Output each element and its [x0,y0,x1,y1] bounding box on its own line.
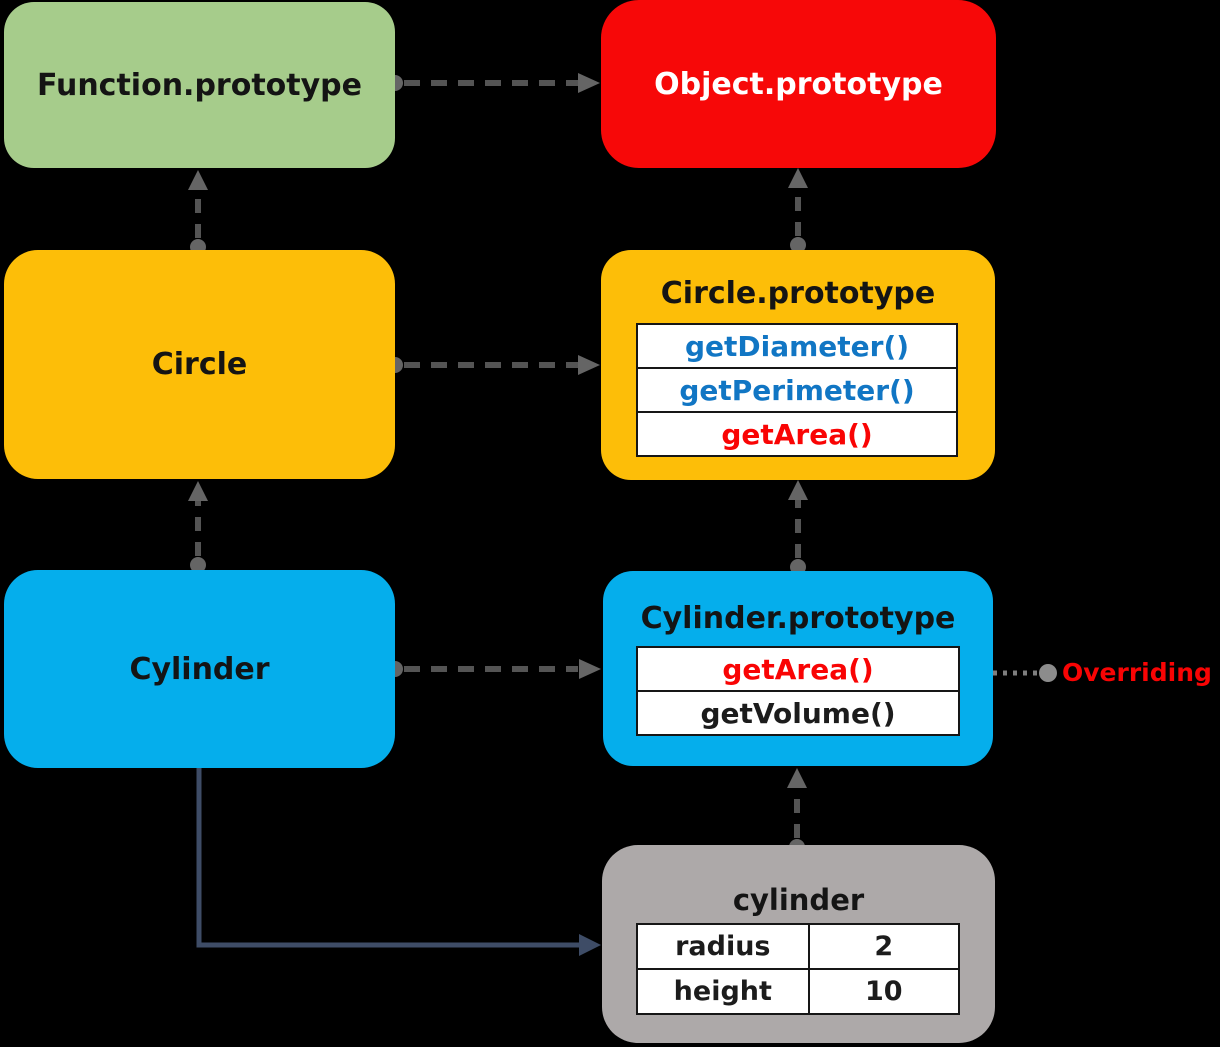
arrow-cylinder-prototype-to-circle-prototype [788,480,808,575]
property-name-radius: radius [638,925,810,968]
object-prototype-label: Object.prototype [654,66,943,102]
function-prototype-node: Function.prototype [4,2,395,168]
method-getarea-circle: getArea() [638,411,956,455]
cylinder-label: Cylinder [129,651,270,687]
cylinder-instance-title: cylinder [732,883,865,917]
method-getarea-cylinder: getArea() [638,648,958,690]
circle-prototype-node: Circle.prototype getDiameter() getPerime… [601,250,995,480]
overriding-annotation: Overriding [1062,658,1212,687]
object-prototype-node: Object.prototype [601,0,996,168]
cylinder-instance-node: cylinder radius 2 height 10 [602,845,995,1043]
circle-label: Circle [151,347,248,382]
arrow-function-prototype-to-object-prototype [387,73,600,93]
arrow-cylinder-to-cylinder-instance [196,768,601,956]
cylinder-prototype-title: Cylinder.prototype [640,601,956,636]
arrow-circle-to-function-prototype [188,170,208,255]
method-getdiameter: getDiameter() [638,325,956,367]
cylinder-prototype-method-table: getArea() getVolume() [636,646,960,736]
arrow-circle-to-circle-prototype [387,355,600,375]
property-row-height: height 10 [638,968,958,1013]
circle-prototype-method-table: getDiameter() getPerimeter() getArea() [636,323,958,457]
arrow-cylinder-to-circle [188,481,208,573]
cylinder-instance-property-table: radius 2 height 10 [636,923,960,1015]
property-value-height: 10 [809,970,958,1013]
arrow-circle-prototype-to-object-prototype [788,168,808,253]
arrow-cylinder-instance-to-cylinder-prototype [787,768,807,855]
property-value-radius: 2 [809,925,958,968]
circle-constructor-node: Circle [4,250,395,479]
circle-prototype-title: Circle.prototype [660,276,936,311]
property-name-height: height [638,970,810,1013]
method-getvolume: getVolume() [638,690,958,734]
function-prototype-label: Function.prototype [36,67,363,103]
method-getperimeter: getPerimeter() [638,367,956,411]
cylinder-prototype-node: Cylinder.prototype getArea() getVolume() [603,571,993,766]
cylinder-constructor-node: Cylinder [4,570,395,768]
arrow-cylinder-to-cylinder-prototype [387,659,601,679]
property-row-radius: radius 2 [638,925,958,968]
